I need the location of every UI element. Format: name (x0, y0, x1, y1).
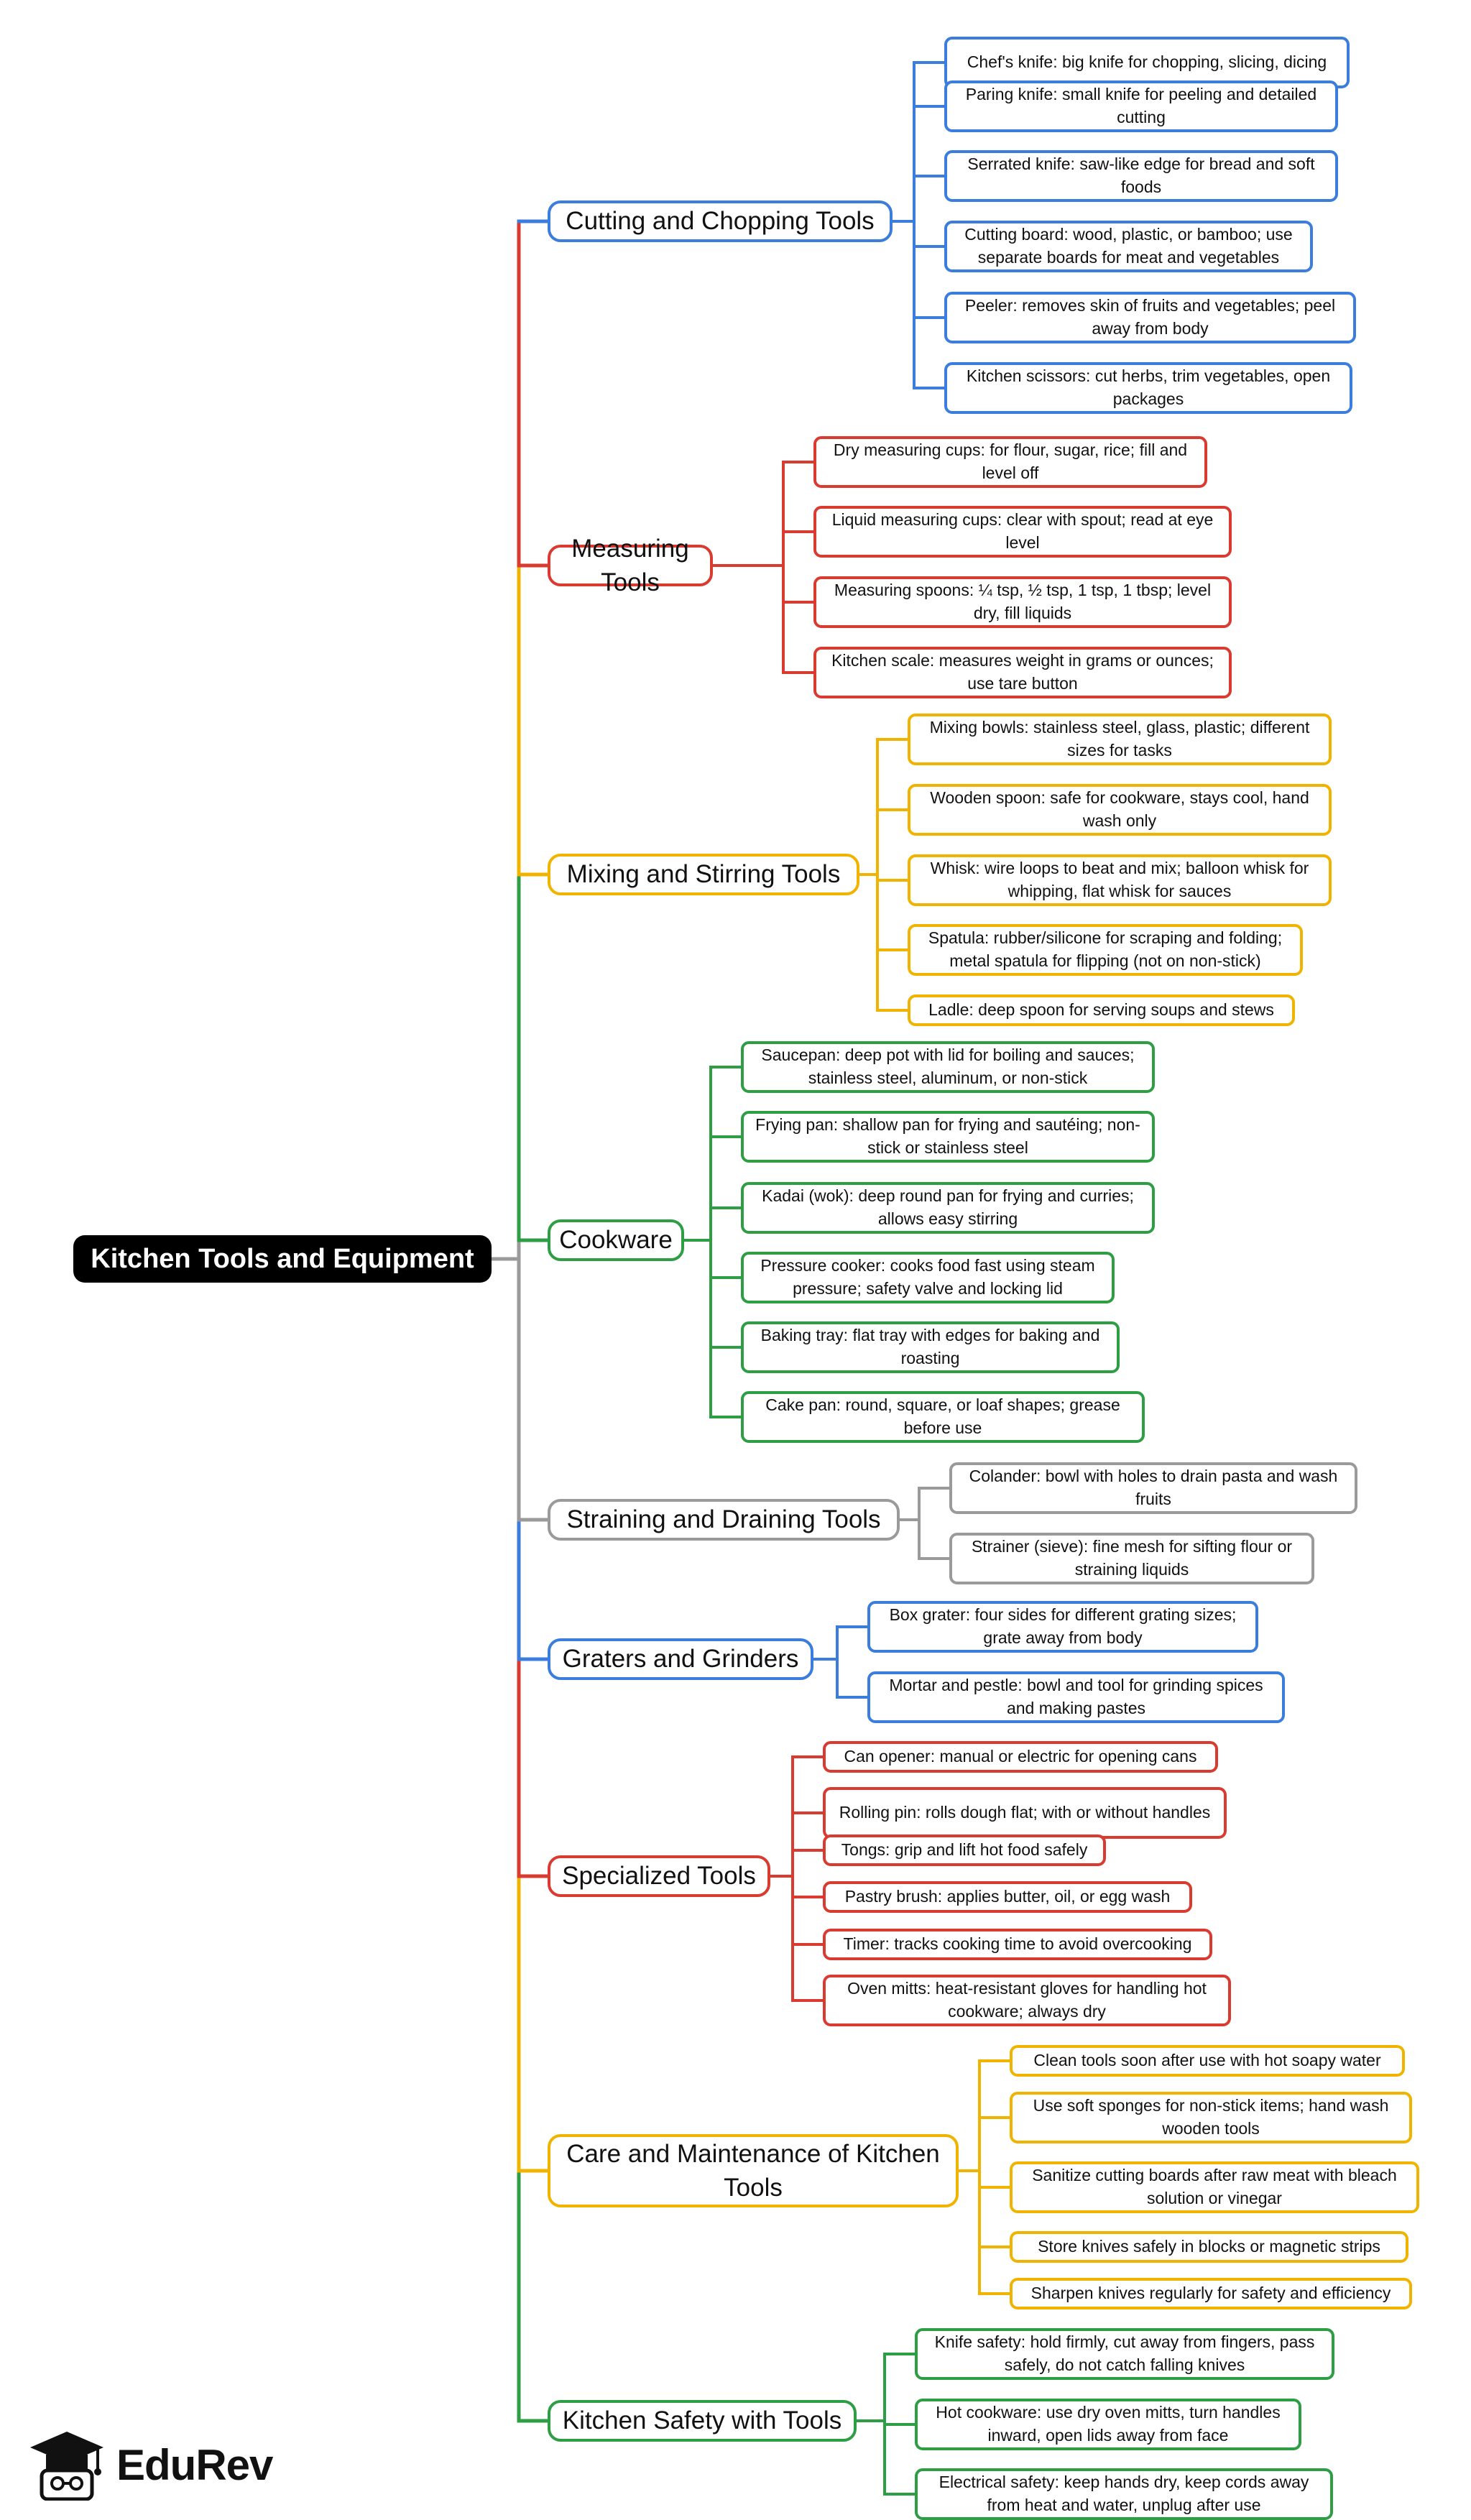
branch-node: Specialized Tools (548, 1855, 770, 1897)
branch-node: Graters and Grinders (548, 1638, 813, 1680)
leaf-node: Frying pan: shallow pan for frying and s… (741, 1111, 1155, 1163)
leaf-node: Strainer (sieve): fine mesh for sifting … (949, 1533, 1314, 1584)
leaf-node: Mortar and pestle: bowl and tool for gri… (867, 1671, 1285, 1723)
leaf-node: Kitchen scissors: cut herbs, trim vegeta… (944, 362, 1352, 414)
leaf-node: Knife safety: hold firmly, cut away from… (915, 2328, 1334, 2380)
leaf-node: Clean tools soon after use with hot soap… (1010, 2045, 1405, 2077)
branch-node: Kitchen Safety with Tools (548, 2400, 857, 2442)
leaf-node: Wooden spoon: safe for cookware, stays c… (908, 784, 1332, 836)
leaf-node: Oven mitts: heat-resistant gloves for ha… (823, 1975, 1231, 2026)
branch-node: Mixing and Stirring Tools (548, 854, 859, 895)
leaf-node: Spatula: rubber/silicone for scraping an… (908, 924, 1303, 976)
edurev-logo: EduRev (27, 2429, 273, 2501)
leaf-node: Kitchen scale: measures weight in grams … (813, 647, 1232, 698)
leaf-node: Tongs: grip and lift hot food safely (823, 1834, 1106, 1866)
leaf-node: Colander: bowl with holes to drain pasta… (949, 1462, 1357, 1514)
leaf-node: Timer: tracks cooking time to avoid over… (823, 1929, 1212, 1960)
leaf-node: Pressure cooker: cooks food fast using s… (741, 1252, 1115, 1303)
leaf-node: Baking tray: flat tray with edges for ba… (741, 1321, 1120, 1373)
branch-node: Straining and Draining Tools (548, 1499, 900, 1541)
graduation-cap-icon (30, 2432, 103, 2501)
leaf-node: Use soft sponges for non-stick items; ha… (1010, 2092, 1412, 2143)
leaf-node: Whisk: wire loops to beat and mix; ballo… (908, 854, 1332, 906)
leaf-node: Electrical safety: keep hands dry, keep … (915, 2468, 1333, 2520)
leaf-node: Kadai (wok): deep round pan for frying a… (741, 1182, 1155, 1234)
leaf-node: Peeler: removes skin of fruits and veget… (944, 292, 1356, 343)
leaf-node: Hot cookware: use dry oven mitts, turn h… (915, 2399, 1301, 2450)
leaf-node: Pastry brush: applies butter, oil, or eg… (823, 1881, 1192, 1913)
leaf-node: Cutting board: wood, plastic, or bamboo;… (944, 221, 1313, 272)
branch-node: Care and Maintenance of Kitchen Tools (548, 2134, 959, 2207)
leaf-node: Measuring spoons: ¼ tsp, ½ tsp, 1 tsp, 1… (813, 576, 1232, 628)
branch-node: Cutting and Chopping Tools (548, 200, 893, 242)
leaf-node: Rolling pin: rolls dough flat; with or w… (823, 1787, 1227, 1839)
root-node: Kitchen Tools and Equipment (73, 1235, 492, 1283)
leaf-node: Mixing bowls: stainless steel, glass, pl… (908, 714, 1332, 765)
leaf-node: Sharpen knives regularly for safety and … (1010, 2278, 1412, 2309)
leaf-node: Cake pan: round, square, or loaf shapes;… (741, 1391, 1145, 1443)
leaf-node: Box grater: four sides for different gra… (867, 1601, 1258, 1653)
brand-name: EduRev (116, 2440, 273, 2489)
branch-node: Measuring Tools (548, 535, 713, 596)
leaf-node: Saucepan: deep pot with lid for boiling … (741, 1041, 1155, 1093)
leaf-node: Sanitize cutting boards after raw meat w… (1010, 2161, 1419, 2213)
branch-node: Cookware (548, 1219, 684, 1261)
leaf-node: Store knives safely in blocks or magneti… (1010, 2231, 1408, 2263)
leaf-node: Liquid measuring cups: clear with spout;… (813, 506, 1232, 558)
leaf-node: Chef's knife: big knife for chopping, sl… (944, 37, 1350, 88)
leaf-node: Dry measuring cups: for flour, sugar, ri… (813, 436, 1207, 488)
leaf-node: Ladle: deep spoon for serving soups and … (908, 994, 1295, 1026)
leaf-node: Paring knife: small knife for peeling an… (944, 80, 1338, 132)
leaf-node: Can opener: manual or electric for openi… (823, 1741, 1218, 1773)
leaf-node: Serrated knife: saw-like edge for bread … (944, 150, 1338, 202)
